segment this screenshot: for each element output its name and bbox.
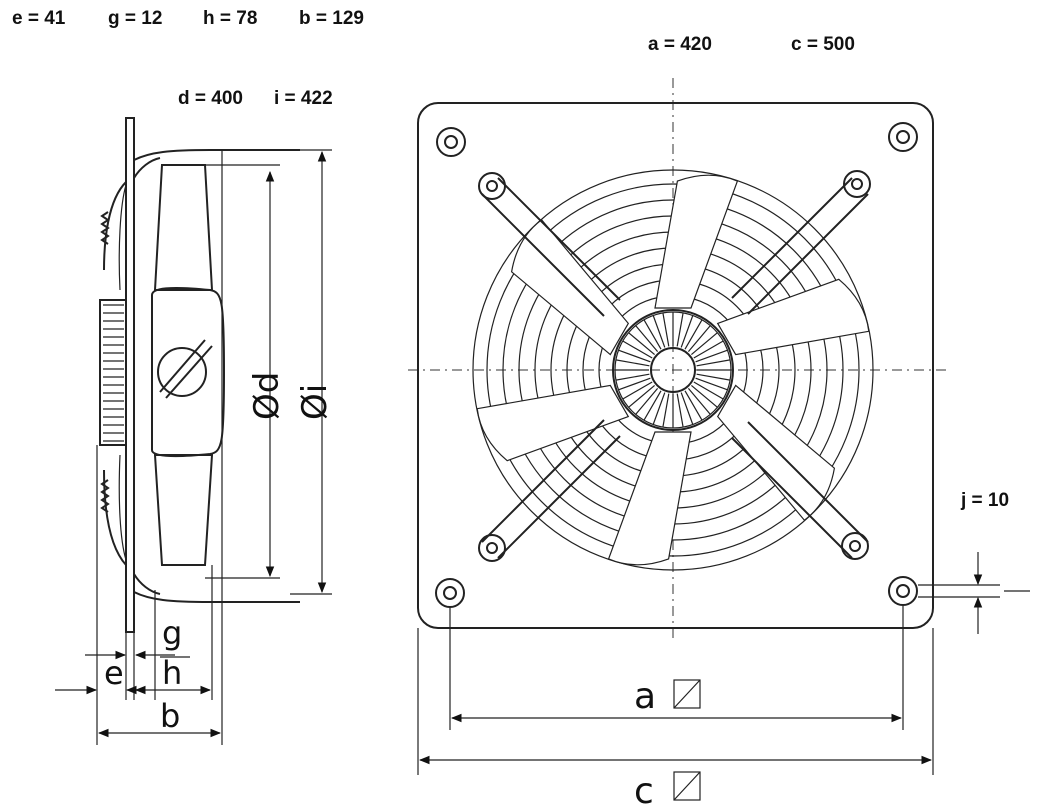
front-fan-blade (716, 384, 836, 522)
side-label-e: e (104, 654, 124, 692)
front-hub-fin (622, 340, 653, 359)
dimension-i-label: i = 422 (274, 88, 333, 109)
front-hub-fin (695, 349, 728, 363)
front-hub-inner (650, 347, 696, 393)
front-hub-fin (652, 392, 666, 425)
front-hub-fin (684, 319, 703, 350)
front-fan-blade (654, 174, 739, 309)
side-blade-lower (153, 454, 214, 566)
dimension-d-label: d = 400 (178, 88, 243, 109)
front-hub-fin (693, 381, 724, 400)
side-guard-upper (103, 181, 127, 271)
dimension-b-label: b = 129 (299, 8, 364, 29)
front-label-a: a (634, 676, 656, 717)
front-hub-fin (643, 390, 662, 421)
side-housing-lower (133, 591, 300, 603)
side-label-d: Ød (247, 372, 287, 420)
front-fan-blade (716, 278, 870, 356)
side-view: Ød Øi g h e b (55, 117, 335, 745)
front-hub-fin (662, 393, 670, 428)
front-hub-fin (687, 388, 711, 415)
front-hub-fin (615, 359, 650, 367)
side-mounting-plate (125, 117, 135, 633)
front-hub-fin (693, 340, 724, 359)
dimension-j-label: j = 10 (961, 490, 1010, 511)
front-hub-fin (662, 312, 670, 347)
side-blade-upper (153, 164, 214, 291)
front-hub-outer (612, 309, 734, 431)
dimension-c-label: c = 500 (791, 34, 855, 55)
dimension-a-label: a = 420 (648, 34, 712, 55)
front-hub-fin (696, 359, 731, 367)
front-label-c: c (634, 771, 654, 812)
front-fan-blades (476, 174, 870, 566)
front-hub-fin (680, 392, 694, 425)
dimension-g-label: g = 12 (108, 8, 163, 29)
side-motor-fins (103, 304, 124, 442)
side-label-h: h (162, 654, 182, 692)
front-corner-holes (435, 122, 918, 608)
front-hub-fin (618, 377, 651, 391)
side-guard-lower (103, 469, 127, 566)
front-hub-fin (680, 315, 694, 348)
front-hub-fin (622, 381, 653, 400)
front-fan-blade (476, 384, 630, 462)
front-hub-fin (618, 349, 651, 363)
side-motor (99, 299, 127, 446)
front-mounting-struts (478, 170, 871, 562)
front-hub-fin (628, 332, 655, 356)
front-hub-fin (643, 319, 662, 350)
dimension-h-label: h = 78 (203, 8, 258, 29)
front-hub-fin (628, 384, 655, 408)
front-hub-fin (615, 373, 650, 381)
front-hub-fin (684, 390, 703, 421)
front-hub-fin (691, 332, 718, 356)
dimension-e-label: e = 41 (12, 8, 66, 29)
side-label-i: Øi (295, 384, 335, 420)
front-hub-fin (676, 393, 684, 428)
front-hub-fin (691, 384, 718, 408)
front-fan-blade (607, 431, 692, 566)
front-hub-fins (615, 312, 731, 428)
front-hub-fin (652, 315, 666, 348)
side-housing-upper (133, 149, 300, 161)
front-view: a c (408, 78, 1030, 812)
front-hub-fin (635, 388, 659, 415)
front-hub-fin (695, 377, 728, 391)
side-label-b: b (160, 697, 180, 735)
front-hub-fin (635, 325, 659, 352)
front-square-plate (417, 102, 934, 629)
side-hub (151, 286, 226, 458)
front-hub-fin (676, 312, 684, 347)
side-hub-nut (157, 347, 207, 397)
front-hub-fin (696, 373, 731, 381)
side-label-g: g (162, 614, 182, 652)
front-hub-fin (687, 325, 711, 352)
